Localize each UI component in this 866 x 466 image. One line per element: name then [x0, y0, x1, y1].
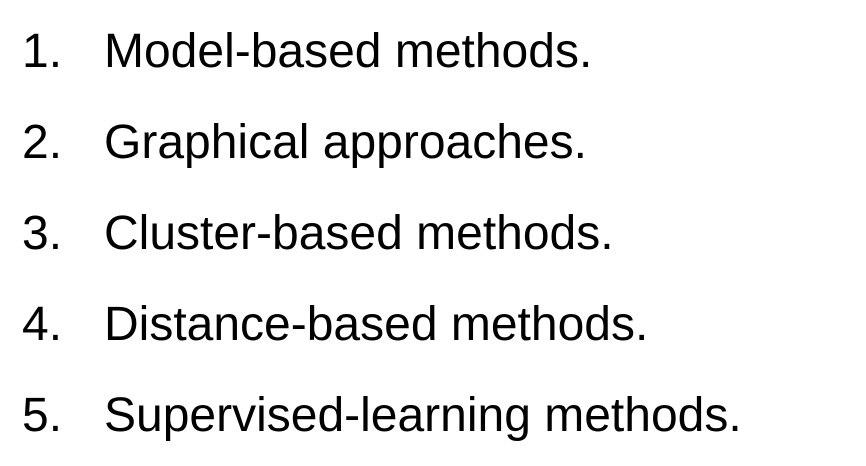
list-item-number: 2. — [22, 116, 63, 169]
list-item-text: Graphical approaches. — [104, 116, 587, 169]
list-item: 1. Model-based methods. — [22, 6, 742, 97]
list-item-number: 4. — [22, 298, 63, 351]
list-item: 5. Supervised-learning methods. — [22, 370, 742, 461]
list-item-text: Model-based methods. — [104, 25, 593, 78]
list-item: 2. Graphical approaches. — [22, 97, 742, 188]
list-item-text: Distance-based methods. — [104, 298, 649, 351]
list-item: 3. Cluster-based methods. — [22, 188, 742, 279]
list-item-text: Supervised-learning methods. — [104, 389, 742, 442]
list-item-text: Cluster-based methods. — [104, 207, 614, 260]
list-item: 4. Distance-based methods. — [22, 279, 742, 370]
list-item-number: 1. — [22, 25, 63, 78]
list-item-number: 3. — [22, 207, 63, 260]
numbered-list: 1. Model-based methods. 2. Graphical app… — [22, 6, 742, 461]
list-item-number: 5. — [22, 389, 63, 442]
